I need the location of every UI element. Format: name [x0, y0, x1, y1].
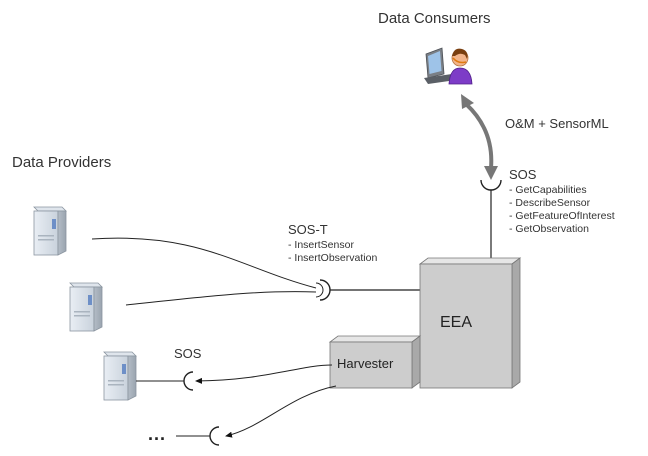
provider-sos-socket: [183, 371, 194, 391]
sos-operation: - GetCapabilities: [509, 184, 587, 196]
sos-t-operation: - InsertSensor: [288, 239, 354, 251]
server-icon: [103, 351, 137, 401]
om-sensorml-exchange-arrow: [461, 94, 498, 180]
more-providers-ellipsis: ...: [148, 424, 167, 444]
eea-box: [418, 257, 522, 389]
sos-t-operation: - InsertObservation: [288, 252, 378, 264]
harvester-arrow: [225, 385, 337, 438]
harvester-arrow: [195, 364, 333, 384]
provider-connection-line: [91, 237, 317, 289]
sos-service-block: SOS - GetCapabilities - DescribeSensor -…: [509, 167, 615, 236]
more-providers-socket: [209, 426, 220, 446]
user-at-computer-icon: [424, 47, 473, 85]
eea-label: EEA: [440, 314, 473, 331]
provider-connection-line: [125, 291, 317, 306]
sos-label: SOS: [509, 167, 537, 182]
sos-operation: - DescribeSensor: [509, 197, 591, 209]
server-icon: [33, 206, 67, 256]
sos-operation: - GetFeatureOfInterest: [509, 210, 615, 222]
sos-socket: [480, 179, 502, 191]
harvester-label: Harvester: [337, 356, 394, 371]
data-providers-title: Data Providers: [12, 154, 112, 171]
data-consumers-title: Data Consumers: [378, 10, 491, 27]
om-sensorml-label: O&M + SensorML: [505, 116, 609, 131]
provider-sos-label: SOS: [174, 346, 202, 361]
server-icon: [69, 282, 103, 332]
sos-t-service-block: SOS-T - InsertSensor - InsertObservation: [288, 222, 377, 265]
sos-t-plug: [315, 282, 324, 298]
sos-t-label: SOS-T: [288, 222, 328, 237]
sos-operation: - GetObservation: [509, 223, 589, 235]
sos-t-socket: [319, 279, 331, 301]
